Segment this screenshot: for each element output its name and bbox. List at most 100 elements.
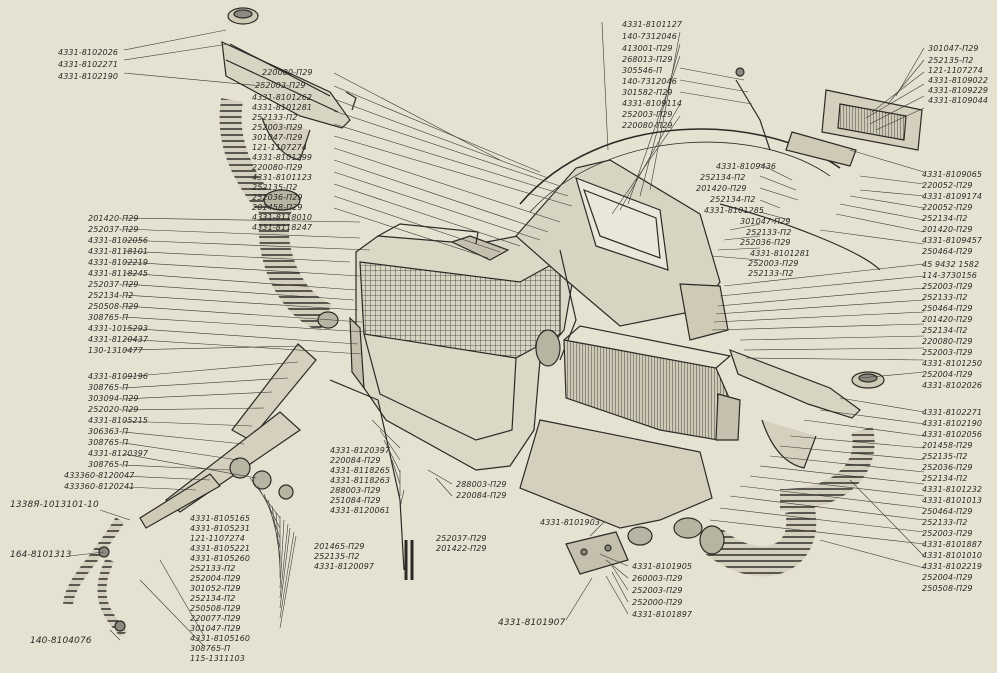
part-label: 4331-8118245 bbox=[88, 269, 149, 278]
part-label: 252036-П29 bbox=[922, 463, 973, 472]
part-label: 4331-8101907 bbox=[498, 618, 566, 628]
mounting-bracket-bottom bbox=[565, 531, 629, 575]
part-label: 201420-П29 bbox=[88, 214, 139, 223]
part-label: 4331-8105165 bbox=[190, 514, 251, 523]
part-label: 252004-П29 bbox=[922, 370, 973, 379]
part-label: 4331-8105231 bbox=[190, 524, 251, 533]
upper-housing-frame bbox=[515, 159, 729, 361]
part-label: 252135-П2 bbox=[928, 56, 974, 65]
part-label: 252037-П29 bbox=[436, 534, 487, 543]
part-label: 433360-8120047 bbox=[64, 471, 135, 480]
part-label: 252134-П2 bbox=[88, 291, 134, 300]
part-label: 4331-8102026 bbox=[922, 381, 983, 390]
part-label: 252133-П2 bbox=[922, 293, 968, 302]
part-label: 252134-П2 bbox=[190, 594, 236, 603]
part-label: 220084-П29 bbox=[456, 491, 507, 500]
part-label: 288003-П29 bbox=[330, 486, 381, 495]
part-label: 164-8101313 bbox=[10, 550, 72, 560]
part-label: 121-1107274 bbox=[928, 66, 983, 75]
part-label: 308765-П bbox=[88, 460, 129, 469]
part-label: 114-3730156 bbox=[922, 271, 977, 280]
part-label: 301582-П29 bbox=[622, 88, 673, 97]
part-label: 303094-П29 bbox=[88, 394, 139, 403]
part-label: 4331-8102271 bbox=[922, 408, 983, 417]
part-label: 301047-П29 bbox=[190, 624, 241, 633]
part-label: 4331-8105221 bbox=[190, 544, 251, 553]
part-label: 4331-8101285 bbox=[704, 206, 765, 215]
part-label: 140-7312046 bbox=[622, 32, 677, 41]
part-label: 4331-8120397 bbox=[88, 449, 149, 458]
part-label: 4331-8120061 bbox=[330, 506, 391, 515]
part-label: 4331-8101262 bbox=[252, 93, 313, 102]
part-label: 250508-П29 bbox=[190, 604, 241, 613]
part-label: 130-1310477 bbox=[88, 346, 143, 355]
part-label: 252036-П29 bbox=[740, 238, 791, 247]
part-label: 250464-П29 bbox=[922, 304, 973, 313]
heater-radiator-core bbox=[519, 325, 741, 546]
part-label: 4331-8102190 bbox=[58, 72, 119, 81]
part-label: 4331-8118265 bbox=[330, 466, 391, 475]
part-label: 252003-П29 bbox=[622, 110, 673, 119]
part-label: 252135-П2 bbox=[314, 552, 360, 561]
part-label: 250508-П29 bbox=[922, 584, 973, 593]
part-label: 4331-8109229 bbox=[928, 86, 989, 95]
part-label: 252133-П2 bbox=[922, 518, 968, 527]
part-label: 288003-П29 bbox=[456, 480, 507, 489]
part-label: 4331-8120397 bbox=[330, 446, 391, 455]
part-label: 4331-8101887 bbox=[922, 540, 983, 549]
part-label: 140-7312046 bbox=[622, 77, 677, 86]
part-label: 250464-П29 bbox=[922, 507, 973, 516]
part-label: 121-1107274 bbox=[252, 143, 307, 152]
part-label: 413001-П29 bbox=[622, 44, 673, 53]
part-label: 4331-8109065 bbox=[922, 170, 983, 179]
part-label: 220077-П29 bbox=[190, 614, 241, 623]
part-label: 308765-П bbox=[88, 313, 129, 322]
part-label: 433360-8120241 bbox=[64, 482, 135, 491]
part-label: 201420-П29 bbox=[696, 184, 747, 193]
part-label: 121-1107274 bbox=[190, 534, 245, 543]
part-label: 4331-8109044 bbox=[928, 96, 989, 105]
part-label: 201458-П29 bbox=[252, 203, 303, 212]
part-label: 252133-П2 bbox=[746, 228, 792, 237]
part-label: 4331-8101250 bbox=[922, 359, 983, 368]
part-label: 252004-П29 bbox=[190, 574, 241, 583]
part-label: 4331-8120097 bbox=[314, 562, 375, 571]
part-label: 4331-8102026 bbox=[58, 48, 119, 57]
part-label: 308765-П bbox=[190, 644, 231, 653]
part-label: 4331-8118010 bbox=[252, 213, 313, 222]
part-label: 252134-П2 bbox=[922, 326, 968, 335]
part-label: 252135-П2 bbox=[252, 183, 298, 192]
part-label: 252133-П2 bbox=[252, 113, 298, 122]
part-label: 4331-8101905 bbox=[632, 562, 693, 571]
part-label: 252003-П29 bbox=[748, 259, 799, 268]
part-label: 252134-П2 bbox=[700, 173, 746, 182]
part-label: 201420-П29 bbox=[922, 315, 973, 324]
part-label: 4331-8102219 bbox=[88, 258, 149, 267]
part-label: 252037-П29 bbox=[88, 225, 139, 234]
part-label: 252134-П2 bbox=[922, 474, 968, 483]
part-label: 4331-1015293 bbox=[88, 324, 149, 333]
part-label: 4331-8102271 bbox=[58, 60, 119, 69]
part-label: 252134-П2 bbox=[710, 195, 756, 204]
part-label: 4331-8109196 bbox=[88, 372, 149, 381]
part-label: 1338Я-1013101-10 bbox=[10, 500, 99, 510]
part-label: 301047-П29 bbox=[928, 44, 979, 53]
part-label: 4331-8101232 bbox=[922, 485, 983, 494]
part-label: 4331-8109174 bbox=[922, 192, 983, 201]
part-label: 220080-П29 bbox=[252, 163, 303, 172]
part-label: 252037-П29 bbox=[88, 280, 139, 289]
part-label: 301052-П29 bbox=[190, 584, 241, 593]
part-label: 252133-П2 bbox=[190, 564, 236, 573]
duct-adapter-top-left bbox=[221, 7, 357, 161]
part-label: 220080-П29 bbox=[262, 68, 313, 77]
part-label: 4331-8105215 bbox=[88, 416, 149, 425]
part-label: 4331-8101013 bbox=[922, 496, 983, 505]
part-label: 4331-8118101 bbox=[88, 247, 149, 256]
part-label: 201422-П29 bbox=[436, 544, 487, 553]
part-label: 45 9432 1582 bbox=[922, 260, 980, 269]
control-panel-top-right bbox=[735, 67, 923, 167]
leader-lines bbox=[69, 21, 925, 647]
part-label: 4331-8102219 bbox=[922, 562, 983, 571]
